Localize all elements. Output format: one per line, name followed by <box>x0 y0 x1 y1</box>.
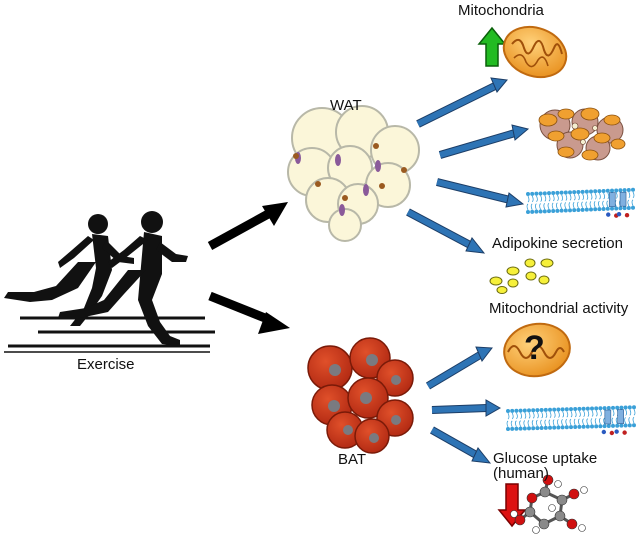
wat-to-mitochondria-arrow <box>416 77 508 128</box>
mitochondrial-activity-label: Mitochondrial activity <box>489 300 629 317</box>
mitochondria-label: Mitochondria <box>458 2 544 19</box>
wat-cell-cluster <box>287 105 420 242</box>
lipid-bilayer-icon <box>526 187 635 218</box>
runners-silhouette-icon <box>4 211 215 353</box>
lipid-bilayer-icon <box>506 405 636 436</box>
human-label: (human) <box>493 465 549 482</box>
bat-to-mito-activity-arrow <box>425 346 493 390</box>
glucose-uptake-label: Glucose uptake <box>493 450 598 467</box>
exercise-to-wat-arrow <box>207 202 288 250</box>
bat-to-glucose-arrow <box>430 426 492 464</box>
mitochondrion-question-icon <box>503 322 571 378</box>
question-mark: ? <box>524 329 545 367</box>
bat-to-membrane-arrow <box>431 399 502 417</box>
mitochondrion-icon <box>502 25 568 79</box>
wat-to-adipokine-arrow <box>406 208 486 254</box>
wat-to-membrane-arrow <box>436 178 525 208</box>
bat-cell-cluster <box>307 337 414 454</box>
wat-label: WAT <box>330 97 362 114</box>
beige-adipocytes-icon <box>538 107 626 161</box>
green-up-arrow-icon <box>477 26 507 67</box>
wat-to-adipocytes-arrow <box>438 124 530 159</box>
exercise-to-bat-arrow <box>208 291 290 334</box>
adipokine-secretion-label: Adipokine secretion <box>492 235 623 252</box>
bat-label: BAT <box>338 451 367 468</box>
exercise-label: Exercise <box>77 356 135 373</box>
glucose-molecule-icon <box>510 474 588 534</box>
adipokine-dots-icon <box>489 258 554 294</box>
